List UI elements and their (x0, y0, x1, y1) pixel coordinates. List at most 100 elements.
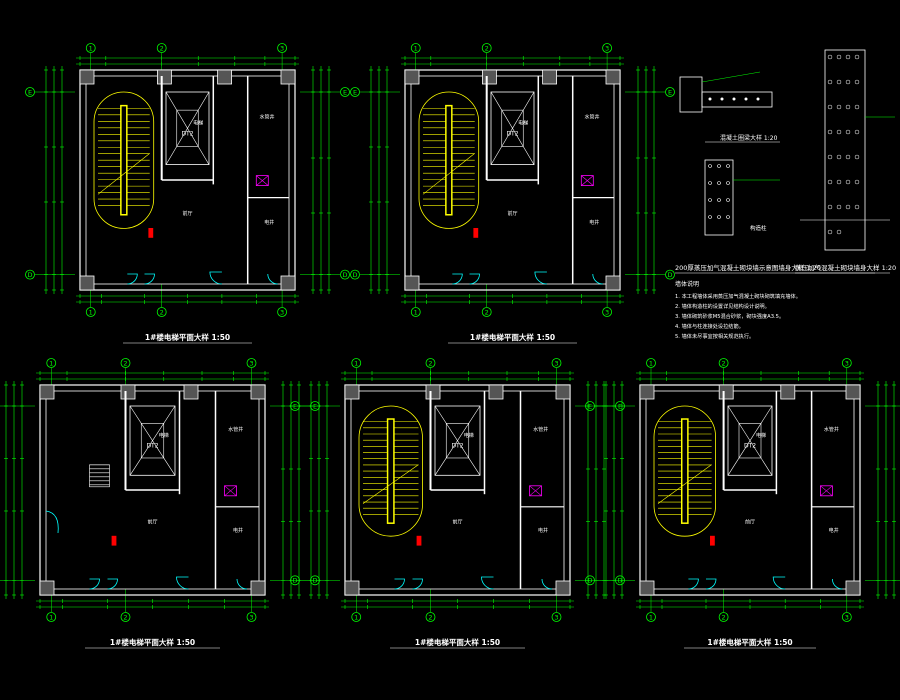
axis-label: E (293, 402, 297, 410)
structural-column (425, 384, 441, 400)
structural-column (250, 580, 266, 596)
door-swing (107, 578, 118, 590)
structural-column (488, 384, 504, 400)
aggregate-mark (836, 79, 842, 85)
elevator-cross (165, 91, 210, 165)
room-label-hall: 前厅 (452, 519, 462, 526)
structural-column (718, 384, 734, 400)
aggregate-mark (827, 79, 833, 85)
detail-title-main: 200厚蒸压加气混凝土砌块墙示意图墙身大样 1:20 (675, 263, 821, 272)
room-label-water: 水管井 (585, 113, 600, 120)
axis-label: 3 (249, 359, 253, 367)
axis-label: 3 (845, 359, 849, 367)
axis-label: 2 (160, 308, 164, 316)
axis-bubble-top-3 (277, 43, 288, 53)
axis-label: D (292, 577, 297, 585)
axis-bubble-top-3 (246, 358, 257, 368)
axis-label: D (667, 271, 672, 279)
axis-bubble-bottom-2 (718, 612, 729, 622)
axis-label: 2 (485, 308, 489, 316)
axis-label: 3 (605, 44, 609, 52)
axis-label: 2 (722, 613, 726, 621)
door-swing (481, 576, 494, 590)
aggregate-mark (726, 181, 730, 185)
aggregate-mark (708, 181, 712, 185)
fire-hydrant (473, 227, 479, 238)
door-swing (534, 271, 547, 285)
pipe-shaft-cross (581, 175, 594, 186)
door-swing (412, 578, 423, 590)
axis-label: D (587, 577, 592, 585)
aggregate-mark (836, 154, 842, 160)
aggregate-mark (827, 229, 833, 235)
detail-title-wall-section: 蒸压加气混凝土砌块墙身大样 1:20 (795, 263, 896, 272)
axis-label: 2 (428, 613, 432, 621)
axis-label: 2 (485, 44, 489, 52)
axis-bubble-bottom-1 (646, 612, 656, 622)
structural-column (639, 384, 655, 400)
structural-column (404, 275, 420, 291)
structural-column (39, 384, 55, 400)
axis-bubble-bottom-3 (841, 612, 852, 622)
axis-label: 1 (89, 308, 93, 316)
aggregate-mark (717, 215, 721, 219)
door-swing (267, 273, 278, 285)
axis-label: 2 (428, 359, 432, 367)
leader-line (701, 71, 761, 83)
aggregate-mark (836, 104, 842, 110)
plan-title: 1#楼电梯平面大样 1:50 (415, 637, 500, 647)
axis-label: 1 (354, 359, 358, 367)
axis-label: 3 (249, 613, 253, 621)
axis-label: D (352, 271, 357, 279)
aggregate-mark (827, 154, 833, 160)
axis-bubble-left-D (290, 575, 300, 586)
inner-wall-line (85, 75, 290, 285)
axis-bubble-top-2 (120, 358, 131, 368)
axis-label: 3 (554, 359, 558, 367)
room-label-hall: 前厅 (507, 210, 517, 217)
structural-column (482, 69, 497, 85)
rebar-dot (708, 97, 712, 101)
aggregate-mark (827, 129, 833, 135)
structural-column (542, 69, 558, 85)
axis-label: 3 (554, 613, 558, 621)
axis-label: 3 (605, 308, 609, 316)
room-label-water: 水管井 (260, 113, 275, 120)
aggregate-mark (854, 54, 860, 60)
aggregate-mark (836, 129, 842, 135)
door-swing (176, 576, 189, 590)
door-swing (705, 578, 717, 590)
outer-wall (404, 69, 621, 291)
aggregate-mark (708, 164, 712, 168)
door-swing (832, 578, 843, 590)
axis-bubble-right-D (665, 269, 675, 280)
inner-wall-line (350, 390, 565, 590)
stair-landing-outline (358, 405, 423, 537)
axis-bubble-top-2 (718, 358, 729, 368)
outer-wall (79, 69, 296, 291)
structural-column (555, 384, 571, 400)
axis-label: E (588, 402, 592, 410)
axis-bubble-left-E (290, 401, 300, 411)
axis-bubble-bottom-1 (46, 612, 57, 622)
elevator-code: DT2 (451, 443, 463, 450)
aggregate-mark (717, 181, 721, 185)
notes-line: 2. 墙体构造柱的设置详见结构设计说明。 (675, 302, 770, 310)
pipe-shaft-cross (256, 175, 269, 186)
door-swing (469, 273, 480, 285)
axis-bubble-top-3 (602, 43, 613, 53)
pipe-shaft-cross (529, 485, 542, 497)
stair-handrail (680, 418, 689, 524)
axis-bubble-top-1 (351, 358, 362, 368)
column-section (704, 159, 734, 236)
aggregate-mark (717, 164, 721, 168)
aggregate-mark (836, 229, 842, 235)
plan-title: 1#楼电梯平面大样 1:50 (145, 332, 230, 342)
aggregate-mark (845, 129, 851, 135)
elevator-shaft (165, 91, 210, 165)
outer-wall (344, 384, 571, 596)
